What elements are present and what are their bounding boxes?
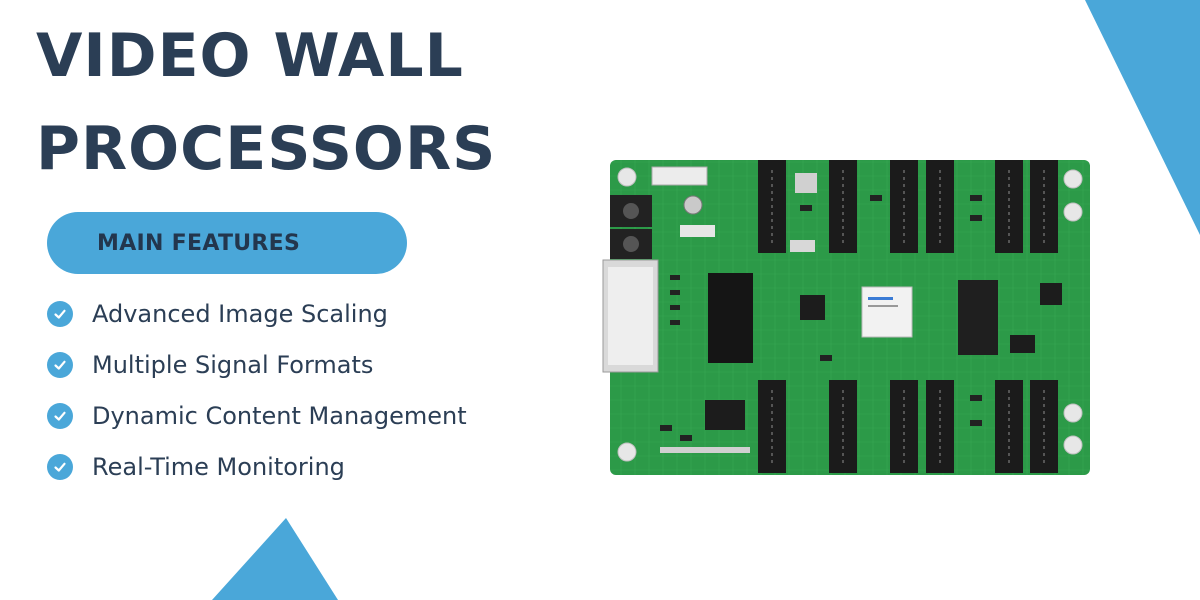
- title-line-2: PROCESSORS: [36, 114, 497, 184]
- page-title: VIDEO WALL PROCESSORS: [36, 10, 496, 196]
- circuit-board-image: [602, 160, 1090, 475]
- decorative-triangle-top-right: [1085, 0, 1200, 235]
- main-features-badge: MAIN FEATURES: [47, 212, 407, 274]
- check-circle-icon: [47, 351, 73, 378]
- check-circle-icon: [47, 453, 73, 480]
- feature-label: Real-Time Monitoring: [92, 452, 345, 481]
- feature-item: Advanced Image Scaling: [47, 288, 467, 339]
- feature-label: Advanced Image Scaling: [92, 299, 388, 328]
- title-line-1: VIDEO WALL: [36, 21, 464, 91]
- decorative-triangle-bottom: [212, 518, 338, 600]
- check-circle-icon: [47, 402, 73, 429]
- feature-item: Real-Time Monitoring: [47, 441, 467, 492]
- feature-list: Advanced Image Scaling Multiple Signal F…: [47, 288, 467, 492]
- feature-item: Multiple Signal Formats: [47, 339, 467, 390]
- feature-label: Multiple Signal Formats: [92, 350, 374, 379]
- main-features-label: MAIN FEATURES: [97, 230, 301, 256]
- feature-item: Dynamic Content Management: [47, 390, 467, 441]
- check-circle-icon: [47, 300, 73, 327]
- feature-label: Dynamic Content Management: [92, 401, 467, 430]
